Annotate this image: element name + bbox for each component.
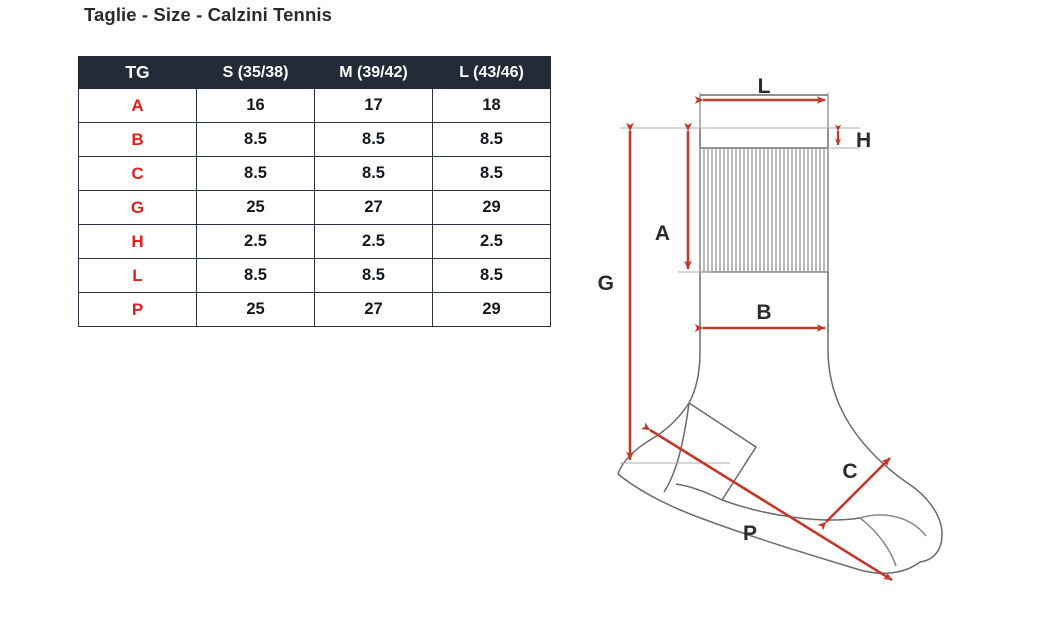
dimension-label-b: B — [756, 301, 771, 324]
row-label-a: A — [78, 88, 197, 123]
cell-h-m: 2.5 — [314, 224, 433, 259]
size-table: TG S (35/38) M (39/42) L (43/46) A 16 17… — [78, 56, 551, 327]
table-row: C 8.5 8.5 8.5 — [78, 156, 551, 191]
cell-c-s: 8.5 — [196, 156, 315, 191]
cell-c-l: 8.5 — [432, 156, 551, 191]
cell-l-l: 8.5 — [432, 258, 551, 293]
dimension-label-g: G — [598, 272, 614, 295]
cell-g-s: 25 — [196, 190, 315, 225]
sock-sole-edge — [617, 473, 861, 571]
sock-leg-left-edge — [688, 272, 701, 404]
page-title: Taglie - Size - Calzini Tennis — [84, 4, 332, 25]
sock-leg-right-edge — [827, 272, 907, 483]
dimension-label-l: L — [758, 75, 771, 98]
dimension-label-c: C — [842, 460, 857, 483]
column-header-tg: TG — [78, 56, 197, 89]
cell-p-l: 29 — [432, 292, 551, 327]
dimension-label-h: H — [856, 129, 871, 152]
table-row: L 8.5 8.5 8.5 — [78, 258, 551, 293]
cell-b-l: 8.5 — [432, 122, 551, 157]
size-table-header: TG S (35/38) M (39/42) L (43/46) — [78, 56, 551, 89]
table-row: B 8.5 8.5 8.5 — [78, 122, 551, 157]
sock-toe-outer-edge — [905, 481, 943, 563]
cell-b-m: 8.5 — [314, 122, 433, 157]
cell-h-l: 2.5 — [432, 224, 551, 259]
table-row: G 25 27 29 — [78, 190, 551, 225]
dimension-arrows — [626, 96, 893, 582]
row-label-b: B — [78, 122, 197, 157]
row-label-h: H — [78, 224, 197, 259]
sock-heel-panel — [675, 402, 758, 501]
row-label-g: G — [78, 190, 197, 225]
cell-b-s: 8.5 — [196, 122, 315, 157]
size-table-body: A 16 17 18 B 8.5 8.5 8.5 C 8.5 8.5 8.5 — [78, 88, 551, 327]
dimension-arrow-c — [817, 457, 891, 531]
cell-a-l: 18 — [432, 88, 551, 123]
row-label-c: C — [78, 156, 197, 191]
cell-g-l: 29 — [432, 190, 551, 225]
row-label-p: P — [78, 292, 197, 327]
cell-h-s: 2.5 — [196, 224, 315, 259]
cell-c-m: 8.5 — [314, 156, 433, 191]
table-header-row: TG S (35/38) M (39/42) L (43/46) — [78, 56, 551, 89]
sock-cuff-band — [699, 94, 829, 149]
column-header-size-m: M (39/42) — [314, 56, 433, 89]
size-table-container: TG S (35/38) M (39/42) L (43/46) A 16 17… — [78, 56, 551, 327]
sock-diagram: L H A G B C P — [560, 0, 1040, 624]
dimension-label-p: P — [743, 522, 757, 545]
sock-outline-group — [617, 94, 943, 575]
dimension-arrow-p — [640, 422, 893, 582]
cell-p-s: 25 — [196, 292, 315, 327]
cell-l-s: 8.5 — [196, 258, 315, 293]
sock-toe-seam — [859, 517, 897, 567]
table-row: H 2.5 2.5 2.5 — [78, 224, 551, 259]
sock-ribbing-lines — [703, 148, 825, 272]
cell-p-m: 27 — [314, 292, 433, 327]
cell-a-s: 16 — [196, 88, 315, 123]
column-header-size-l: L (43/46) — [432, 56, 551, 89]
row-label-l: L — [78, 258, 197, 293]
cell-g-m: 27 — [314, 190, 433, 225]
table-row: P 25 27 29 — [78, 292, 551, 327]
sock-toe-bottom — [859, 561, 921, 575]
dimension-label-a: A — [655, 222, 670, 245]
table-row: A 16 17 18 — [78, 88, 551, 123]
cell-l-m: 8.5 — [314, 258, 433, 293]
dimension-labels: L H A G B C P — [598, 75, 872, 545]
cell-a-m: 17 — [314, 88, 433, 123]
column-header-size-s: S (35/38) — [196, 56, 315, 89]
